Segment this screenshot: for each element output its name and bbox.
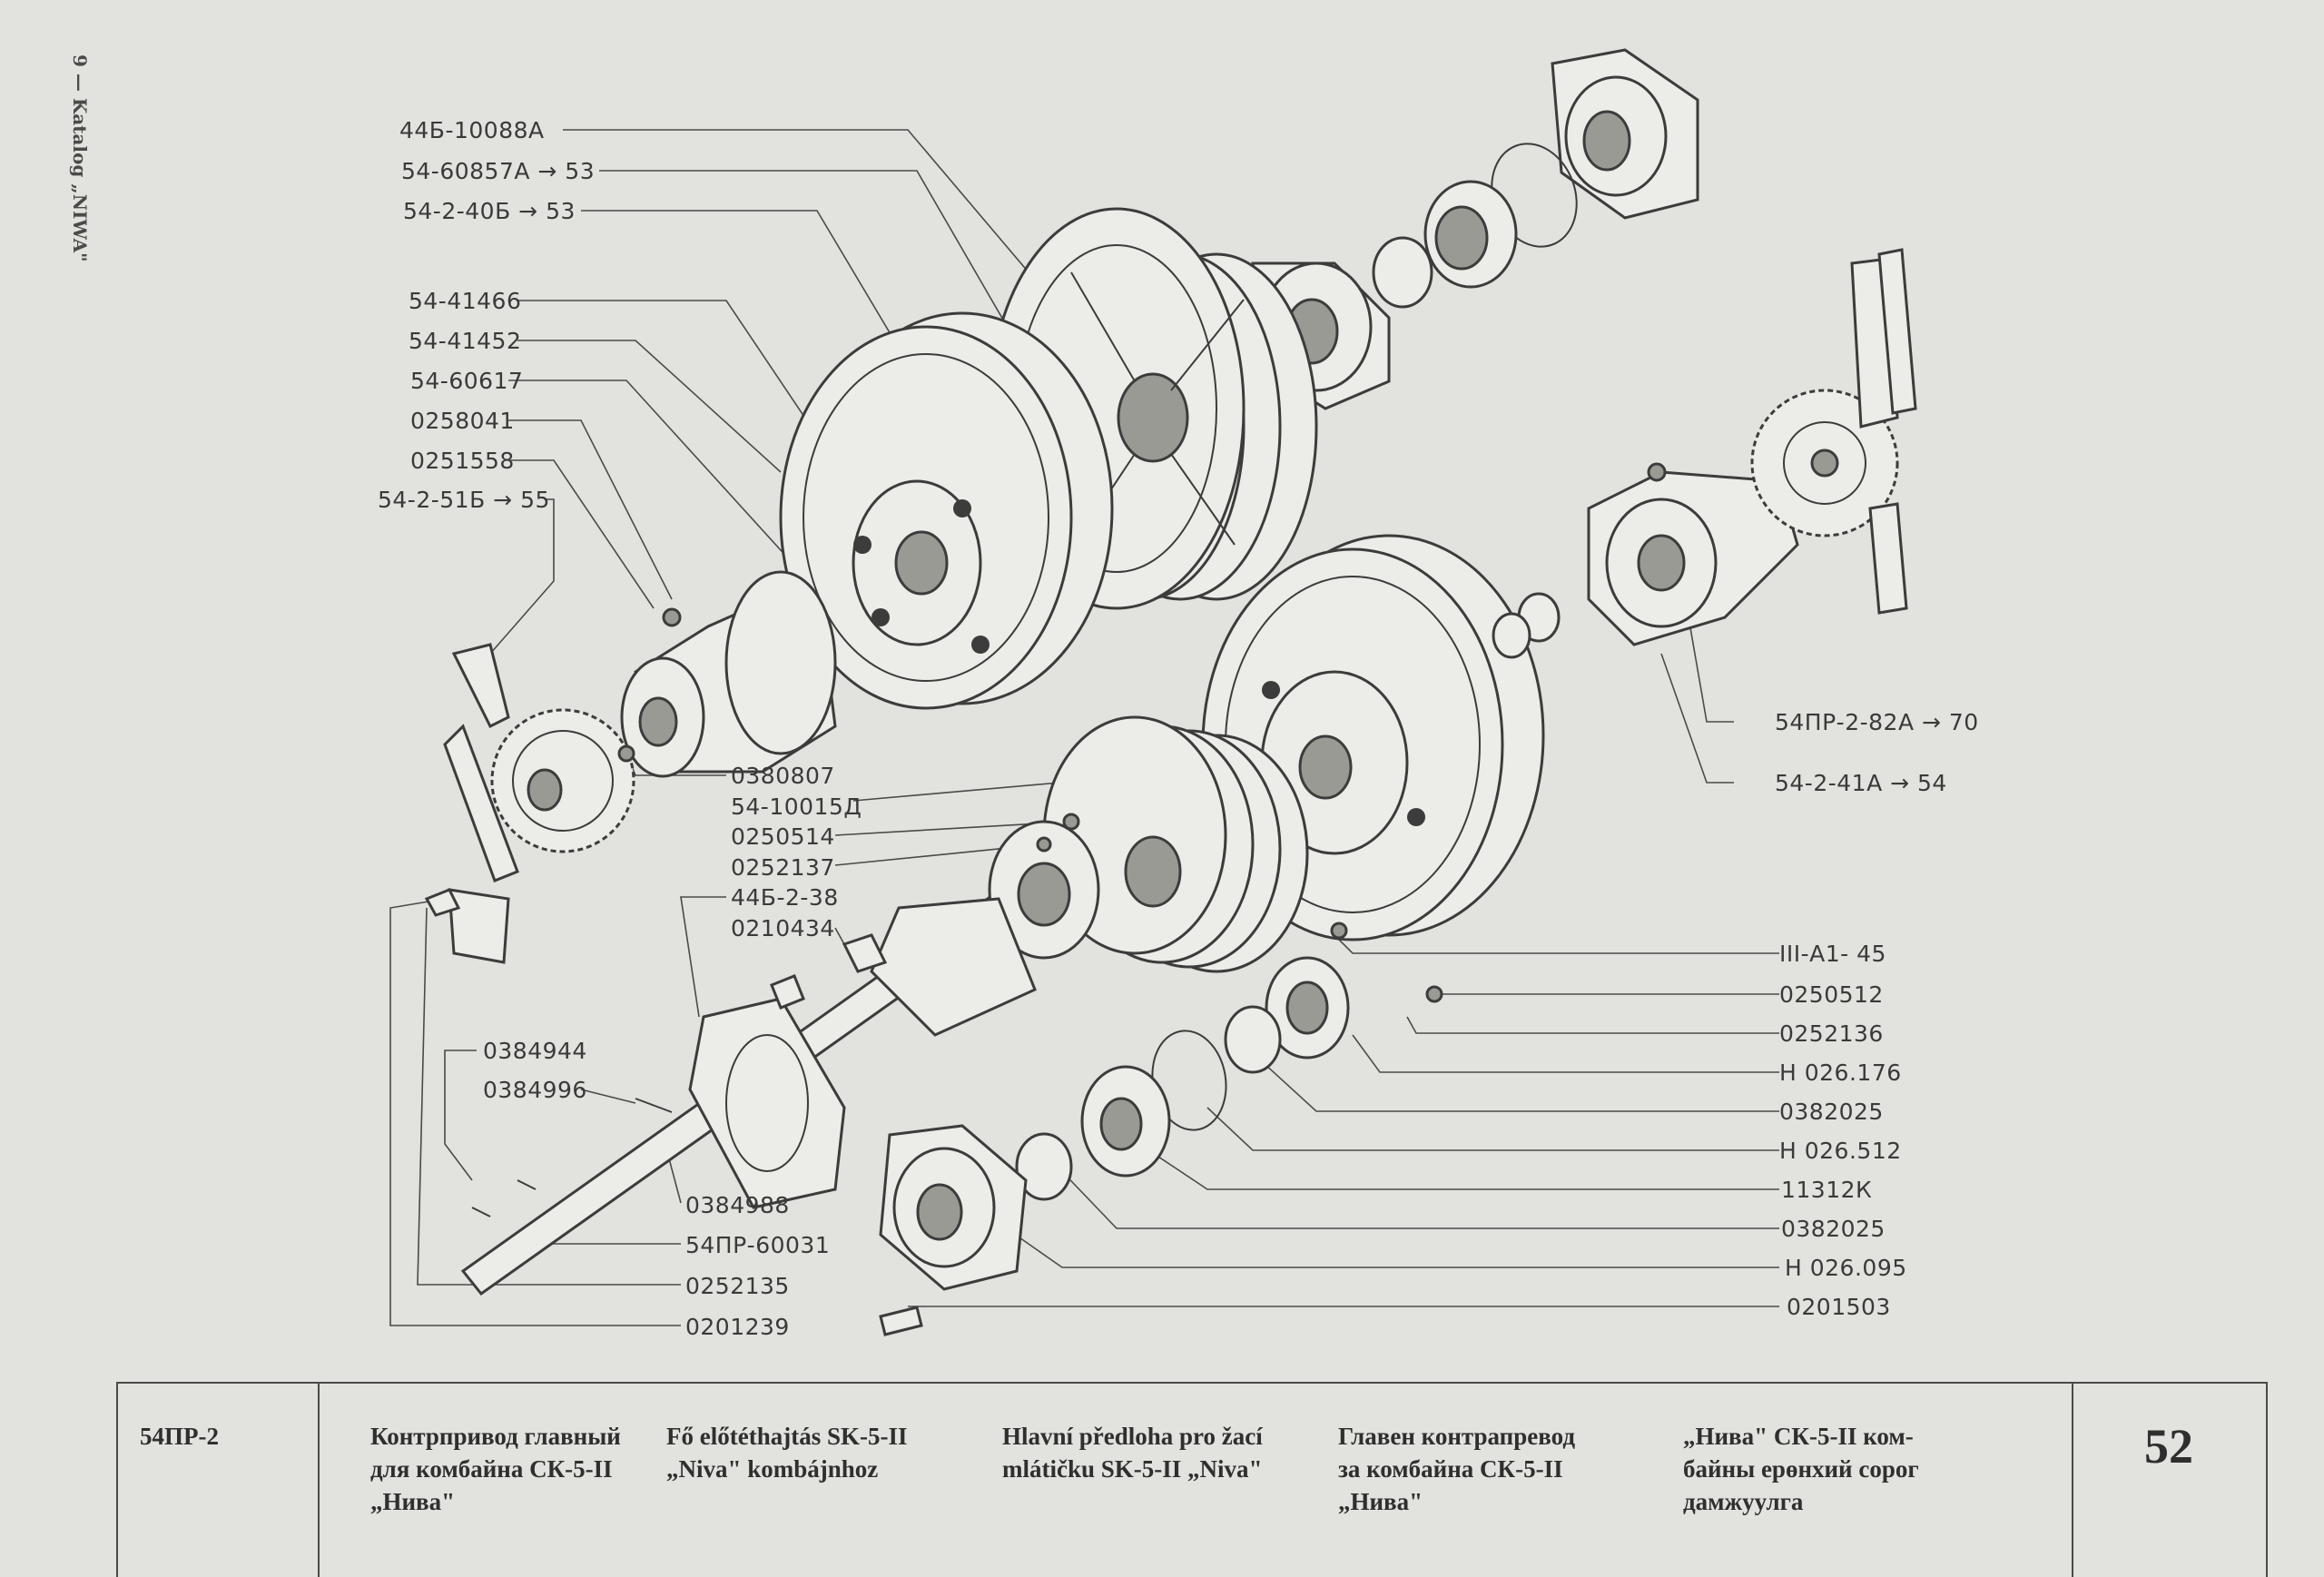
- side-note: 9 — Katalog „NIWA": [69, 54, 91, 262]
- label-h026-512: Н 026.512: [1779, 1138, 1902, 1164]
- grooved-pulley-lower: [1042, 715, 1309, 973]
- label-h026-176: Н 026.176: [1779, 1060, 1902, 1086]
- left-hub-housing: [620, 570, 837, 778]
- label-54-2-51b: 54-2-51Б → 55: [378, 487, 550, 513]
- label-0252135: 0252135: [685, 1273, 790, 1299]
- label-0380807: 0380807: [731, 763, 835, 789]
- grooved-pulley-upper: [988, 207, 1318, 610]
- top-flange-cover: [1551, 48, 1699, 220]
- label-0384988: 0384988: [685, 1192, 790, 1218]
- label-0384944: 0384944: [483, 1038, 587, 1064]
- label-54-60857a: 54-60857А → 53: [401, 158, 595, 184]
- label-54pr-60031: 54ПР-60031: [685, 1232, 830, 1258]
- caption-bulgarian: Главен контрапревод за комбайна СК-5-II …: [1338, 1423, 1575, 1515]
- caption-russian: Контрпривод главный для комбайна СК-5-II…: [370, 1423, 621, 1515]
- label-54-2-40b: 54-2-40Б → 53: [403, 198, 576, 224]
- label-0384996: 0384996: [483, 1077, 587, 1103]
- label-0201503: 0201503: [1787, 1294, 1891, 1320]
- label-54-2-41a: 54-2-41А → 54: [1775, 770, 1947, 796]
- caption-table: 54ПР-2 Контрпривод главный для комбайна …: [116, 1382, 2268, 1577]
- label-11312k: 11312К: [1781, 1177, 1872, 1203]
- label-44b-10088a: 44Б-10088А: [399, 117, 545, 143]
- label-0252136: 0252136: [1779, 1020, 1884, 1047]
- label-54-41466: 54-41466: [409, 288, 521, 314]
- label-54pr-2-82a: 54ПР-2-82А → 70: [1775, 709, 1979, 735]
- label-h026-095: Н 026.095: [1785, 1255, 1907, 1281]
- label-0382025-a: 0382025: [1779, 1099, 1884, 1125]
- parts: [424, 48, 1917, 1336]
- left-sprocket: [490, 708, 635, 853]
- left-clutch-fork: [443, 643, 519, 964]
- label-0201239: 0201239: [685, 1314, 790, 1340]
- caption-hungarian: Fő előtéthajtás SK-5-II „Niva" kombájnho…: [666, 1423, 908, 1483]
- labels-center: 0380807 54-10015Д 0250514 0252137 44Б-2-…: [731, 763, 862, 941]
- page-number: 52: [2072, 1384, 2264, 1577]
- leader-lines: [389, 129, 1779, 1326]
- label-44b-2-38: 44Б-2-38: [731, 884, 839, 911]
- label-0251558: 0251558: [410, 448, 515, 474]
- exploded-assembly-diagram: 44Б-10088А 54-60857А → 53 54-2-40Б → 53 …: [378, 48, 1979, 1340]
- flat-pulley-left: [779, 311, 1114, 710]
- label-0382025-b: 0382025: [1781, 1216, 1886, 1242]
- caption-mongolian: „Нива" СК-5-II ком- байны ерөнхий сорог …: [1683, 1423, 1919, 1515]
- label-0252137: 0252137: [731, 854, 835, 881]
- label-54-41452: 54-41452: [409, 328, 521, 354]
- label-0258041: 0258041: [410, 408, 515, 434]
- label-54-60617: 54-60617: [410, 368, 523, 394]
- label-0210434: 0210434: [731, 915, 835, 941]
- label-0250512: 0250512: [1779, 981, 1884, 1008]
- caption-czech: Hlavní předloha pro žací mlátičku SK-5-I…: [1002, 1423, 1263, 1483]
- part-code: 54ПР-2: [118, 1384, 320, 1577]
- labels-lower-left: 0384944 0384996 0384988 54ПР-60031 02521…: [483, 1038, 830, 1340]
- label-54-10015d: 54-10015Д: [731, 793, 862, 820]
- right-clutch-fork: [1850, 248, 1917, 615]
- lower-bearing-housing: [879, 1124, 1028, 1291]
- label-0250514: 0250514: [731, 823, 835, 850]
- right-housing: [1587, 470, 1799, 646]
- labels-right-top: 54ПР-2-82А → 70 54-2-41А → 54: [1775, 709, 1979, 796]
- label-iii-a1-45: III-А1- 45: [1779, 941, 1886, 967]
- labels-left: 44Б-10088А 54-60857А → 53 54-2-40Б → 53 …: [378, 117, 595, 513]
- labels-right: III-А1- 45 0250512 0252136 Н 026.176 038…: [1779, 941, 1907, 1320]
